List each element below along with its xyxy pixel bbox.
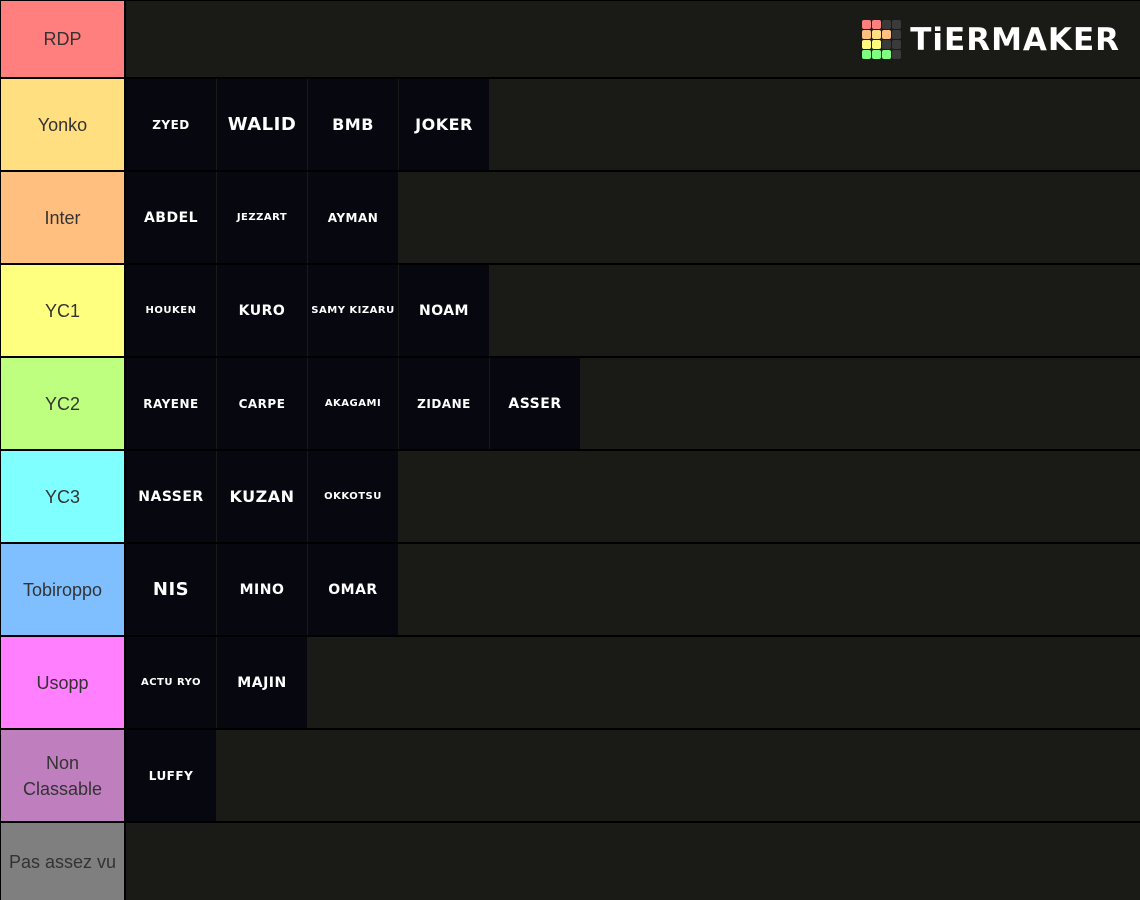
- tier-label-usopp[interactable]: Usopp: [1, 637, 124, 728]
- tier-item[interactable]: NIS: [126, 544, 216, 635]
- tier-item[interactable]: OMAR: [308, 544, 398, 635]
- tier-items-rdp[interactable]: [126, 1, 1140, 77]
- tier-item[interactable]: ASSER: [490, 358, 580, 449]
- tier-items-yc3[interactable]: NASSER KUZAN OKKOTSU: [126, 451, 1140, 542]
- tier-row-rdp: RDP: [0, 1, 1140, 77]
- tier-item[interactable]: JEZZART: [217, 172, 307, 263]
- tier-label-inter[interactable]: Inter: [1, 172, 124, 263]
- tier-item[interactable]: ABDEL: [126, 172, 216, 263]
- tier-item[interactable]: KURO: [217, 265, 307, 356]
- tier-item[interactable]: LUFFY: [126, 730, 216, 821]
- tier-label-yonko[interactable]: Yonko: [1, 79, 124, 170]
- tier-row-tobiroppo: Tobiroppo NIS MINO OMAR: [0, 544, 1140, 635]
- tier-label-tobiroppo[interactable]: Tobiroppo: [1, 544, 124, 635]
- tier-label-non-classable[interactable]: Non Classable: [1, 730, 124, 821]
- tier-item[interactable]: SAMY KIZARU: [308, 265, 398, 356]
- tier-row-non-classable: Non Classable LUFFY: [0, 730, 1140, 821]
- tier-row-yc1: YC1 HOUKEN KURO SAMY KIZARU NOAM: [0, 265, 1140, 356]
- tier-items-yonko[interactable]: ZYED WALID BMB JOKER: [126, 79, 1140, 170]
- tier-item[interactable]: OKKOTSU: [308, 451, 398, 542]
- tier-items-non-classable[interactable]: LUFFY: [126, 730, 1140, 821]
- tier-item[interactable]: ZIDANE: [399, 358, 489, 449]
- tier-row-inter: Inter ABDEL JEZZART AYMAN: [0, 172, 1140, 263]
- tier-item[interactable]: NOAM: [399, 265, 489, 356]
- tiermaker-logo: TiERMAKER: [862, 20, 1120, 59]
- tier-item[interactable]: KUZAN: [217, 451, 307, 542]
- tier-items-usopp[interactable]: ACTU RYO MAJIN: [126, 637, 1140, 728]
- tier-item[interactable]: NASSER: [126, 451, 216, 542]
- tier-items-tobiroppo[interactable]: NIS MINO OMAR: [126, 544, 1140, 635]
- tier-items-pas-assez-vu[interactable]: [126, 823, 1140, 900]
- tiermaker-grid-icon: [862, 20, 902, 59]
- tier-row-usopp: Usopp ACTU RYO MAJIN: [0, 637, 1140, 728]
- tier-row-pas-assez-vu: Pas assez vu: [0, 823, 1140, 900]
- tier-items-yc1[interactable]: HOUKEN KURO SAMY KIZARU NOAM: [126, 265, 1140, 356]
- tier-item[interactable]: BMB: [308, 79, 398, 170]
- tier-item[interactable]: ZYED: [126, 79, 216, 170]
- tier-item[interactable]: MAJIN: [217, 637, 307, 728]
- tier-item[interactable]: RAYENE: [126, 358, 216, 449]
- tier-row-yc3: YC3 NASSER KUZAN OKKOTSU: [0, 451, 1140, 542]
- tier-item[interactable]: AKAGAMI: [308, 358, 398, 449]
- tier-item[interactable]: CARPE: [217, 358, 307, 449]
- tier-label-yc1[interactable]: YC1: [1, 265, 124, 356]
- tier-row-yc2: YC2 RAYENE CARPE AKAGAMI ZIDANE ASSER: [0, 358, 1140, 449]
- tier-item[interactable]: HOUKEN: [126, 265, 216, 356]
- tier-row-yonko: Yonko ZYED WALID BMB JOKER: [0, 79, 1140, 170]
- tier-items-inter[interactable]: ABDEL JEZZART AYMAN: [126, 172, 1140, 263]
- tier-item[interactable]: AYMAN: [308, 172, 398, 263]
- tiermaker-wordmark: TiERMAKER: [910, 21, 1120, 58]
- tier-item[interactable]: JOKER: [399, 79, 489, 170]
- tier-label-yc2[interactable]: YC2: [1, 358, 124, 449]
- tier-label-pas-assez-vu[interactable]: Pas assez vu: [1, 823, 124, 900]
- tier-label-rdp[interactable]: RDP: [1, 1, 124, 77]
- tier-items-yc2[interactable]: RAYENE CARPE AKAGAMI ZIDANE ASSER: [126, 358, 1140, 449]
- tier-label-yc3[interactable]: YC3: [1, 451, 124, 542]
- tier-item[interactable]: ACTU RYO: [126, 637, 216, 728]
- tier-item[interactable]: MINO: [217, 544, 307, 635]
- tier-item[interactable]: WALID: [217, 79, 307, 170]
